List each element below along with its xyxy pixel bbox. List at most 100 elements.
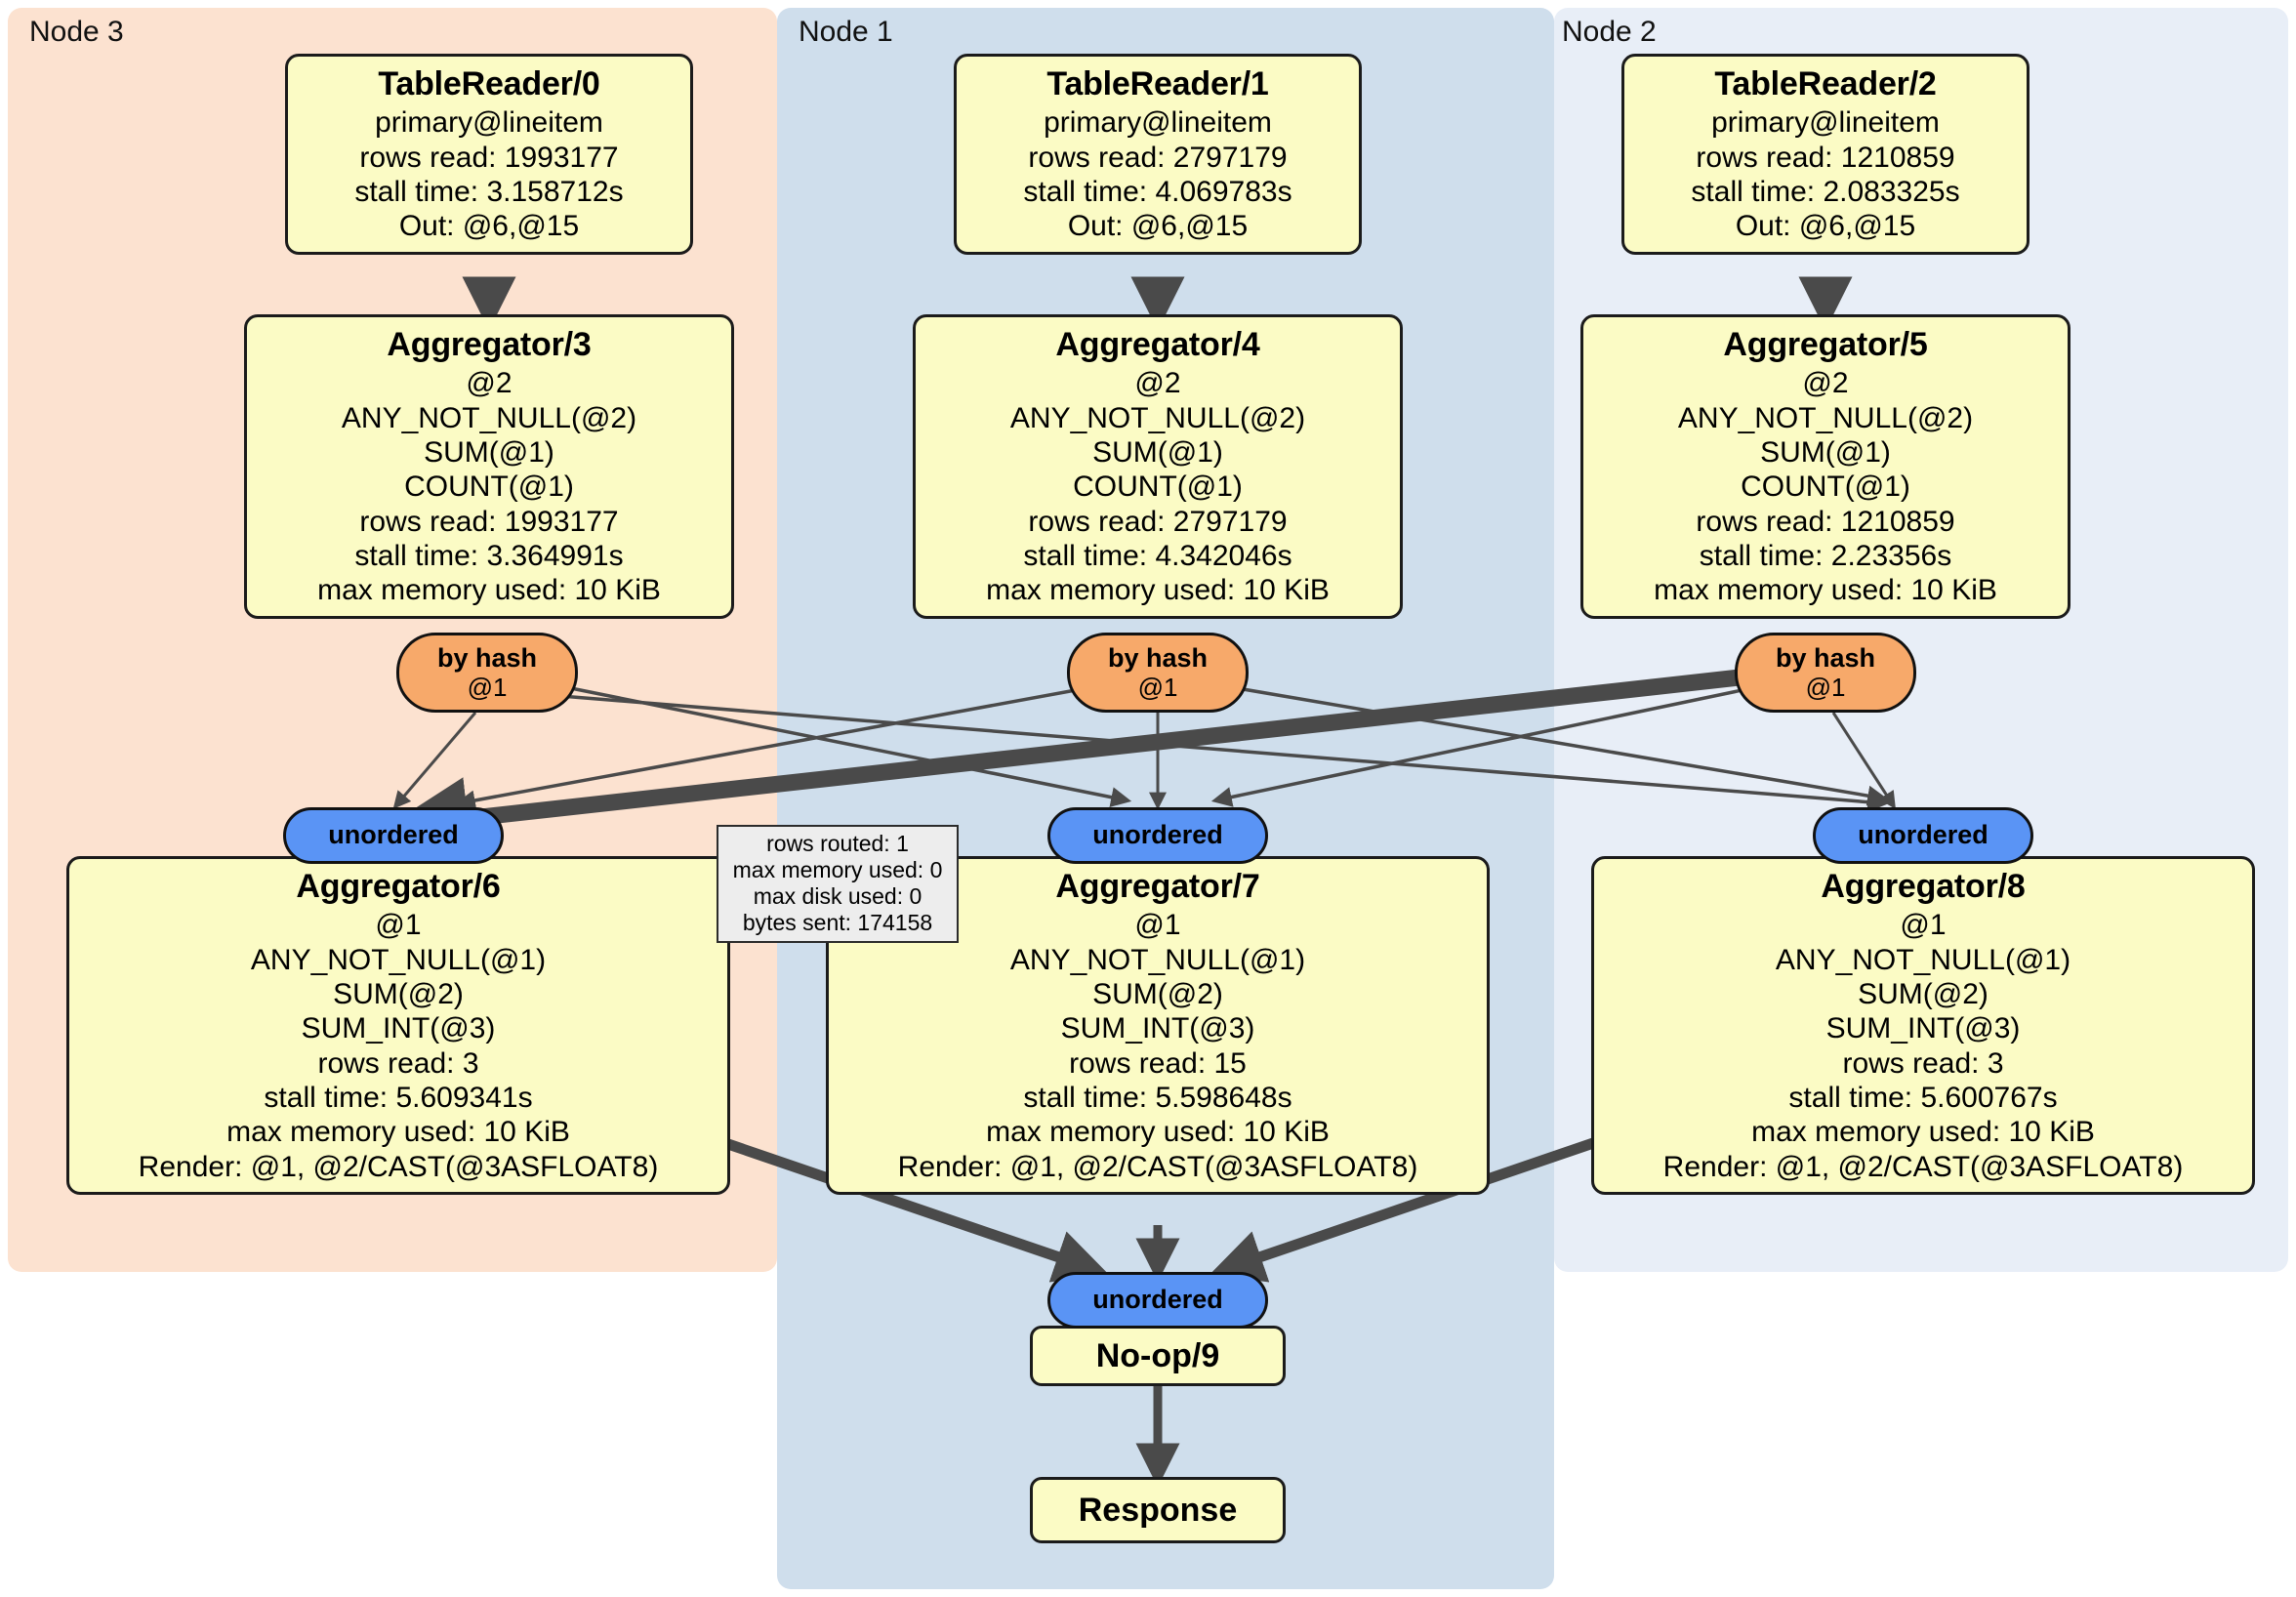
tooltip-max-memory-used: max memory used: 0 <box>732 857 943 883</box>
node-title: Response <box>1078 1491 1238 1529</box>
node-agg-1: ANY_NOT_NULL(@1) <box>250 943 547 976</box>
node-agg-1: ANY_NOT_NULL(@2) <box>1677 401 1974 434</box>
node-title: No-op/9 <box>1095 1336 1220 1374</box>
node-agg-1: ANY_NOT_NULL(@1) <box>1009 943 1306 976</box>
node-rows-read: rows read: 1993177 <box>359 141 619 174</box>
node-group: @1 <box>1900 909 1947 942</box>
router-label: by hash <box>1775 642 1876 673</box>
receiver-label: unordered <box>328 820 459 850</box>
node-table-reader-1[interactable]: TableReader/1 primary@lineitem rows read… <box>954 54 1362 255</box>
node-agg-3: SUM_INT(@3) <box>1060 1012 1255 1045</box>
node-agg-2: SUM(@2) <box>333 977 464 1010</box>
node-agg-2: SUM(@2) <box>1858 977 1988 1010</box>
node-title: TableReader/1 <box>1046 65 1269 102</box>
node-aggregator-5[interactable]: Aggregator/5 @2 ANY_NOT_NULL(@2) SUM(@1)… <box>1580 314 2070 619</box>
tooltip-bytes-sent: bytes sent: 174158 <box>742 910 933 936</box>
node-max-memory: max memory used: 10 KiB <box>226 1116 570 1149</box>
node-rows-read: rows read: 3 <box>317 1046 479 1080</box>
edge-stats-tooltip: rows routed: 1 max memory used: 0 max di… <box>717 825 959 943</box>
node-title: Aggregator/4 <box>1055 326 1260 363</box>
node-stall-time: stall time: 2.083325s <box>1691 175 1960 208</box>
node-agg-2: SUM(@1) <box>1092 435 1223 469</box>
router-sublabel: @1 <box>1805 672 1846 702</box>
node-group: @1 <box>1134 909 1181 942</box>
node-title: TableReader/2 <box>1714 65 1937 102</box>
node-group: @1 <box>375 909 422 942</box>
node-stall-time: stall time: 4.069783s <box>1023 175 1292 208</box>
node-group: @2 <box>1134 367 1181 400</box>
node-stall-time: stall time: 4.342046s <box>1023 540 1292 573</box>
node-title: Aggregator/8 <box>1821 868 2026 905</box>
node-agg-3: SUM_INT(@3) <box>301 1012 496 1045</box>
node-rows-read: rows read: 1993177 <box>359 505 619 538</box>
node-max-memory: max memory used: 10 KiB <box>317 574 661 607</box>
node-title: TableReader/0 <box>378 65 600 102</box>
node-rows-read: rows read: 3 <box>1842 1046 2004 1080</box>
node-title: Aggregator/6 <box>296 868 501 905</box>
node-stall-time: stall time: 5.609341s <box>264 1082 533 1115</box>
node-max-memory: max memory used: 10 KiB <box>1654 574 1997 607</box>
receiver-label: unordered <box>1092 820 1223 850</box>
receiver-label: unordered <box>1092 1285 1223 1315</box>
node-render: Render: @1, @2/CAST(@3ASFLOAT8) <box>1662 1150 2184 1183</box>
node-group: @2 <box>466 367 512 400</box>
node-out: Out: @6,@15 <box>1735 210 1916 243</box>
node-aggregator-3[interactable]: Aggregator/3 @2 ANY_NOT_NULL(@2) SUM(@1)… <box>244 314 734 619</box>
router-label: by hash <box>1107 642 1209 673</box>
receiver-unordered-1[interactable]: unordered <box>1047 807 1268 864</box>
node-aggregator-6[interactable]: Aggregator/6 @1 ANY_NOT_NULL(@1) SUM(@2)… <box>66 856 730 1196</box>
node-agg-1: ANY_NOT_NULL(@1) <box>1775 943 2071 976</box>
node-title: Aggregator/5 <box>1723 326 1928 363</box>
node-out: Out: @6,@15 <box>398 210 580 243</box>
node-table-reader-2[interactable]: TableReader/2 primary@lineitem rows read… <box>1621 54 2030 255</box>
node-agg-2: SUM(@1) <box>1760 435 1891 469</box>
node-agg-2: SUM(@2) <box>1092 977 1223 1010</box>
node-rows-read: rows read: 15 <box>1069 1046 1247 1080</box>
node-table-reader-0[interactable]: TableReader/0 primary@lineitem rows read… <box>285 54 693 255</box>
node-aggregator-4[interactable]: Aggregator/4 @2 ANY_NOT_NULL(@2) SUM(@1)… <box>913 314 1403 619</box>
receiver-label: unordered <box>1858 820 1988 850</box>
router-by-hash-2[interactable]: by hash @1 <box>1735 633 1916 713</box>
receiver-unordered-final[interactable]: unordered <box>1047 1272 1268 1329</box>
node-agg-2: SUM(@1) <box>424 435 554 469</box>
node-agg-3: COUNT(@1) <box>1073 471 1243 504</box>
cluster-label-node-3: Node 3 <box>29 16 124 48</box>
node-stall-time: stall time: 5.598648s <box>1023 1082 1292 1115</box>
node-agg-3: COUNT(@1) <box>404 471 574 504</box>
receiver-unordered-0[interactable]: unordered <box>283 807 504 864</box>
node-rows-read: rows read: 1210859 <box>1696 141 1955 174</box>
node-table: primary@lineitem <box>1711 106 1940 140</box>
receiver-unordered-2[interactable]: unordered <box>1813 807 2033 864</box>
node-title: Aggregator/3 <box>387 326 592 363</box>
node-rows-read: rows read: 2797179 <box>1028 505 1288 538</box>
tooltip-max-disk-used: max disk used: 0 <box>753 883 922 910</box>
node-table: primary@lineitem <box>1044 106 1272 140</box>
node-response[interactable]: Response <box>1030 1477 1286 1543</box>
node-aggregator-8[interactable]: Aggregator/8 @1 ANY_NOT_NULL(@1) SUM(@2)… <box>1591 856 2255 1196</box>
node-group: @2 <box>1802 367 1849 400</box>
node-out: Out: @6,@15 <box>1067 210 1249 243</box>
node-agg-3: COUNT(@1) <box>1741 471 1910 504</box>
node-max-memory: max memory used: 10 KiB <box>986 1116 1330 1149</box>
router-by-hash-1[interactable]: by hash @1 <box>1067 633 1249 713</box>
router-sublabel: @1 <box>467 672 508 702</box>
router-label: by hash <box>436 642 538 673</box>
node-no-op-9[interactable]: No-op/9 <box>1030 1326 1286 1386</box>
node-max-memory: max memory used: 10 KiB <box>1751 1116 2095 1149</box>
node-stall-time: stall time: 3.364991s <box>354 540 624 573</box>
node-max-memory: max memory used: 10 KiB <box>986 574 1330 607</box>
cluster-label-node-2: Node 2 <box>1562 16 1657 48</box>
router-by-hash-0[interactable]: by hash @1 <box>396 633 578 713</box>
node-agg-3: SUM_INT(@3) <box>1825 1012 2021 1045</box>
node-stall-time: stall time: 5.600767s <box>1788 1082 2058 1115</box>
cluster-label-node-1: Node 1 <box>799 16 893 48</box>
node-title: Aggregator/7 <box>1055 868 1260 905</box>
node-render: Render: @1, @2/CAST(@3ASFLOAT8) <box>897 1150 1418 1183</box>
node-rows-read: rows read: 2797179 <box>1028 141 1288 174</box>
node-render: Render: @1, @2/CAST(@3ASFLOAT8) <box>138 1150 659 1183</box>
node-stall-time: stall time: 3.158712s <box>354 175 624 208</box>
tooltip-rows-routed: rows routed: 1 <box>766 831 909 856</box>
node-agg-1: ANY_NOT_NULL(@2) <box>341 401 637 434</box>
node-rows-read: rows read: 1210859 <box>1696 505 1955 538</box>
